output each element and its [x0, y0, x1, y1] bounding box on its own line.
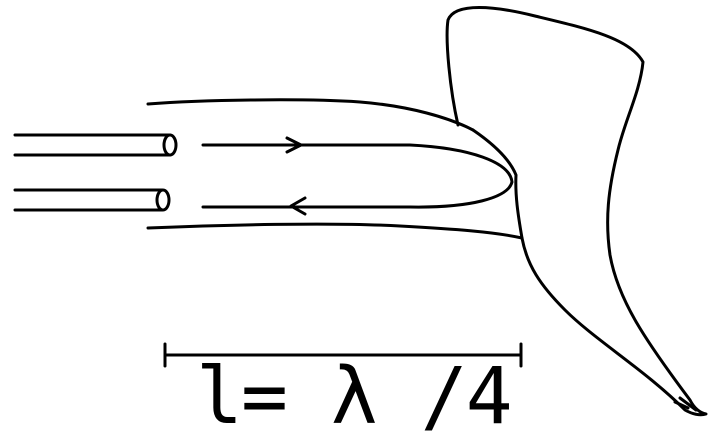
feed-line — [13, 133, 178, 212]
upper-wire-end — [162, 133, 178, 157]
upper-feed-wire — [13, 133, 172, 157]
lower-wire-end — [155, 188, 171, 212]
horn-upper-wall — [146, 98, 475, 132]
length-dimension — [163, 342, 523, 368]
length-label: l= λ /4 — [196, 352, 513, 442]
signal-loop — [201, 143, 514, 209]
cavity-bulb — [445, 6, 708, 417]
cavity-tip-detail — [673, 396, 698, 412]
horn-lower-wall — [146, 222, 524, 240]
lower-feed-wire — [13, 188, 164, 212]
forward-arrow — [285, 136, 303, 154]
reflected-arrow — [289, 196, 307, 216]
